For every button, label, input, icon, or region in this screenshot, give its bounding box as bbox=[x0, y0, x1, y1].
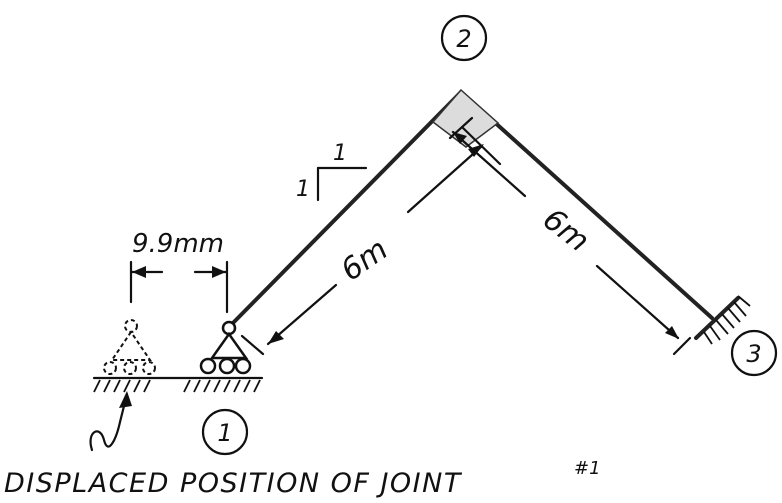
joint-3-circle bbox=[730, 329, 778, 377]
caption-joint-mark: #1 bbox=[574, 458, 601, 479]
roller-triangle bbox=[209, 331, 249, 360]
squiggle-pointer-arrow bbox=[89, 391, 132, 452]
member-2-3 bbox=[459, 90, 714, 320]
member-right-length-label: 6m bbox=[536, 202, 596, 259]
displacement-dimension: 9.9mm bbox=[129, 229, 229, 314]
joint-1-marker: 1 bbox=[201, 408, 249, 456]
member-left-dimension: 6m bbox=[240, 126, 502, 356]
member-1-2 bbox=[227, 90, 463, 329]
ground-hatching bbox=[93, 379, 261, 393]
right-dim-arrow-high bbox=[451, 130, 527, 198]
displacement-label: 9.9mm bbox=[132, 229, 224, 259]
roller-wheel-left bbox=[199, 357, 217, 375]
roller-wheel-middle bbox=[218, 357, 236, 375]
right-dim-arrow-low bbox=[595, 264, 680, 340]
left-dim-arrow-high bbox=[406, 144, 484, 214]
member-left-length-label: 6m bbox=[335, 232, 395, 288]
slope-indicator: 1 1 bbox=[296, 141, 368, 202]
caption-text: DISPLACED POSITION OF JOINT bbox=[4, 468, 463, 499]
joint-2-rigid-connection bbox=[431, 88, 500, 148]
joint-2-marker: 2 bbox=[440, 14, 488, 62]
left-dim-arrow-low bbox=[266, 283, 338, 346]
joint-2-label: 2 bbox=[456, 25, 471, 53]
displaced-roller-support bbox=[103, 319, 156, 375]
roller-wheel-right bbox=[234, 357, 252, 375]
joint-3-label: 3 bbox=[746, 340, 761, 368]
joint-3-fixed-support bbox=[694, 295, 751, 345]
member-right-dimension: 6m bbox=[448, 116, 692, 356]
joint-2-circle bbox=[440, 14, 488, 62]
joint-1-roller-support bbox=[199, 320, 252, 375]
joint-3-marker: 3 bbox=[730, 329, 778, 377]
slope-run-label: 1 bbox=[333, 141, 347, 166]
joint-1-label: 1 bbox=[217, 419, 232, 447]
slope-rise-label: 1 bbox=[296, 177, 310, 202]
joint-1-circle bbox=[201, 408, 249, 456]
